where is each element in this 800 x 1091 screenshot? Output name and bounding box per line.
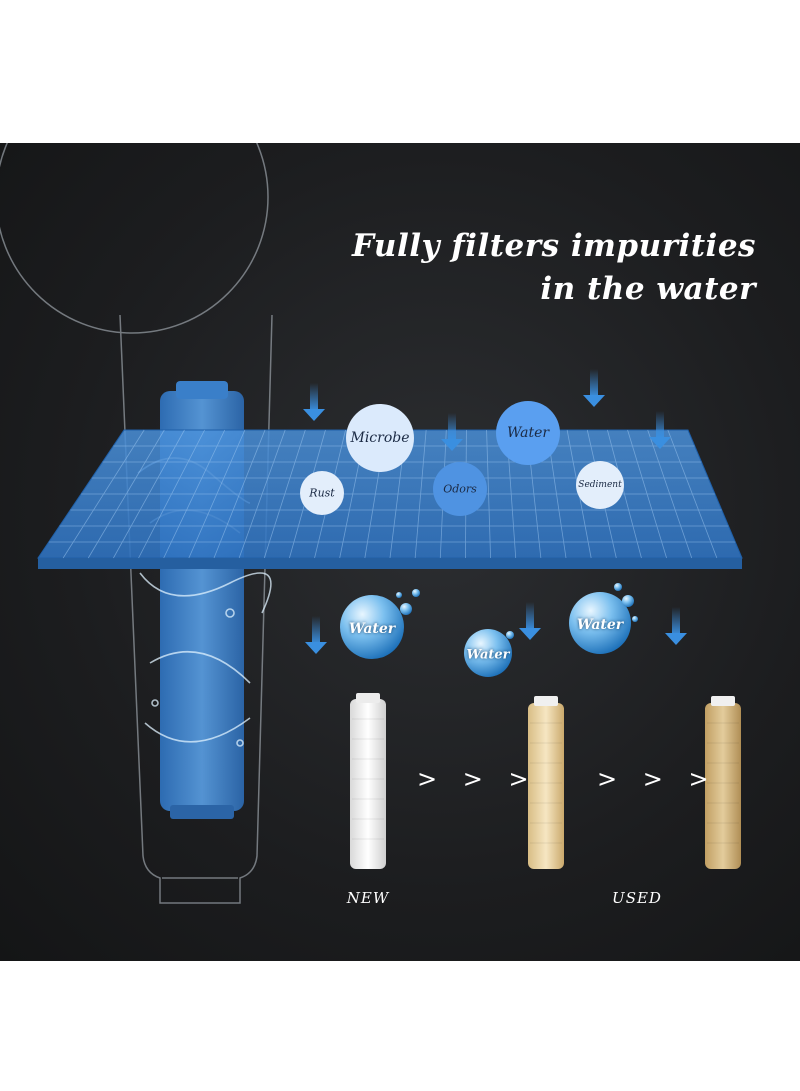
droplet-label: Water bbox=[576, 617, 624, 633]
incoming-arrows bbox=[303, 369, 671, 451]
down-arrow-icon bbox=[649, 411, 671, 449]
microbe-bubble bbox=[346, 404, 414, 472]
water-bubble bbox=[496, 401, 560, 465]
progress-arrow-1: > > > bbox=[417, 765, 538, 793]
used-label: USED bbox=[612, 889, 662, 907]
progress-arrow-2: > > > bbox=[597, 765, 718, 793]
droplet-label: Water bbox=[348, 621, 396, 637]
down-arrow-icon bbox=[303, 383, 325, 421]
shower-head-outline bbox=[0, 143, 273, 904]
cartridge-mid bbox=[528, 696, 564, 869]
droplet-label: Water bbox=[466, 647, 510, 663]
headline-line-2: in the water bbox=[540, 271, 756, 307]
sediment-label: Sediment bbox=[578, 480, 622, 490]
rust-label: Rust bbox=[309, 486, 335, 500]
rust-bubble bbox=[300, 471, 344, 515]
water-droplet-icon bbox=[464, 629, 514, 677]
illustration-canvas bbox=[0, 143, 743, 904]
mesh-filter-sheet bbox=[37, 429, 743, 569]
down-arrow-icon bbox=[665, 607, 687, 645]
cartridge-used bbox=[705, 696, 741, 869]
water-droplet-icon bbox=[340, 589, 420, 659]
down-arrow-icon bbox=[583, 369, 605, 407]
water-droplets bbox=[340, 583, 638, 677]
down-arrow-icon bbox=[519, 602, 541, 640]
dark-feature-panel: Fully filters impurities in the water Mi… bbox=[0, 143, 800, 961]
cartridge-new bbox=[350, 693, 386, 869]
odors-label: Odors bbox=[443, 482, 477, 496]
odors-bubble bbox=[433, 462, 487, 516]
headline-line-1: Fully filters impurities bbox=[351, 228, 756, 264]
microbe-label: Microbe bbox=[350, 430, 410, 446]
down-arrow-icon bbox=[441, 413, 463, 451]
new-label: NEW bbox=[346, 889, 390, 907]
impurity-bubbles bbox=[300, 401, 624, 516]
sediment-bubble bbox=[576, 461, 624, 509]
down-arrow-icon bbox=[305, 616, 327, 654]
water-label: Water bbox=[506, 425, 550, 441]
water-droplet-icon bbox=[569, 583, 638, 654]
outgoing-arrows bbox=[305, 602, 687, 654]
